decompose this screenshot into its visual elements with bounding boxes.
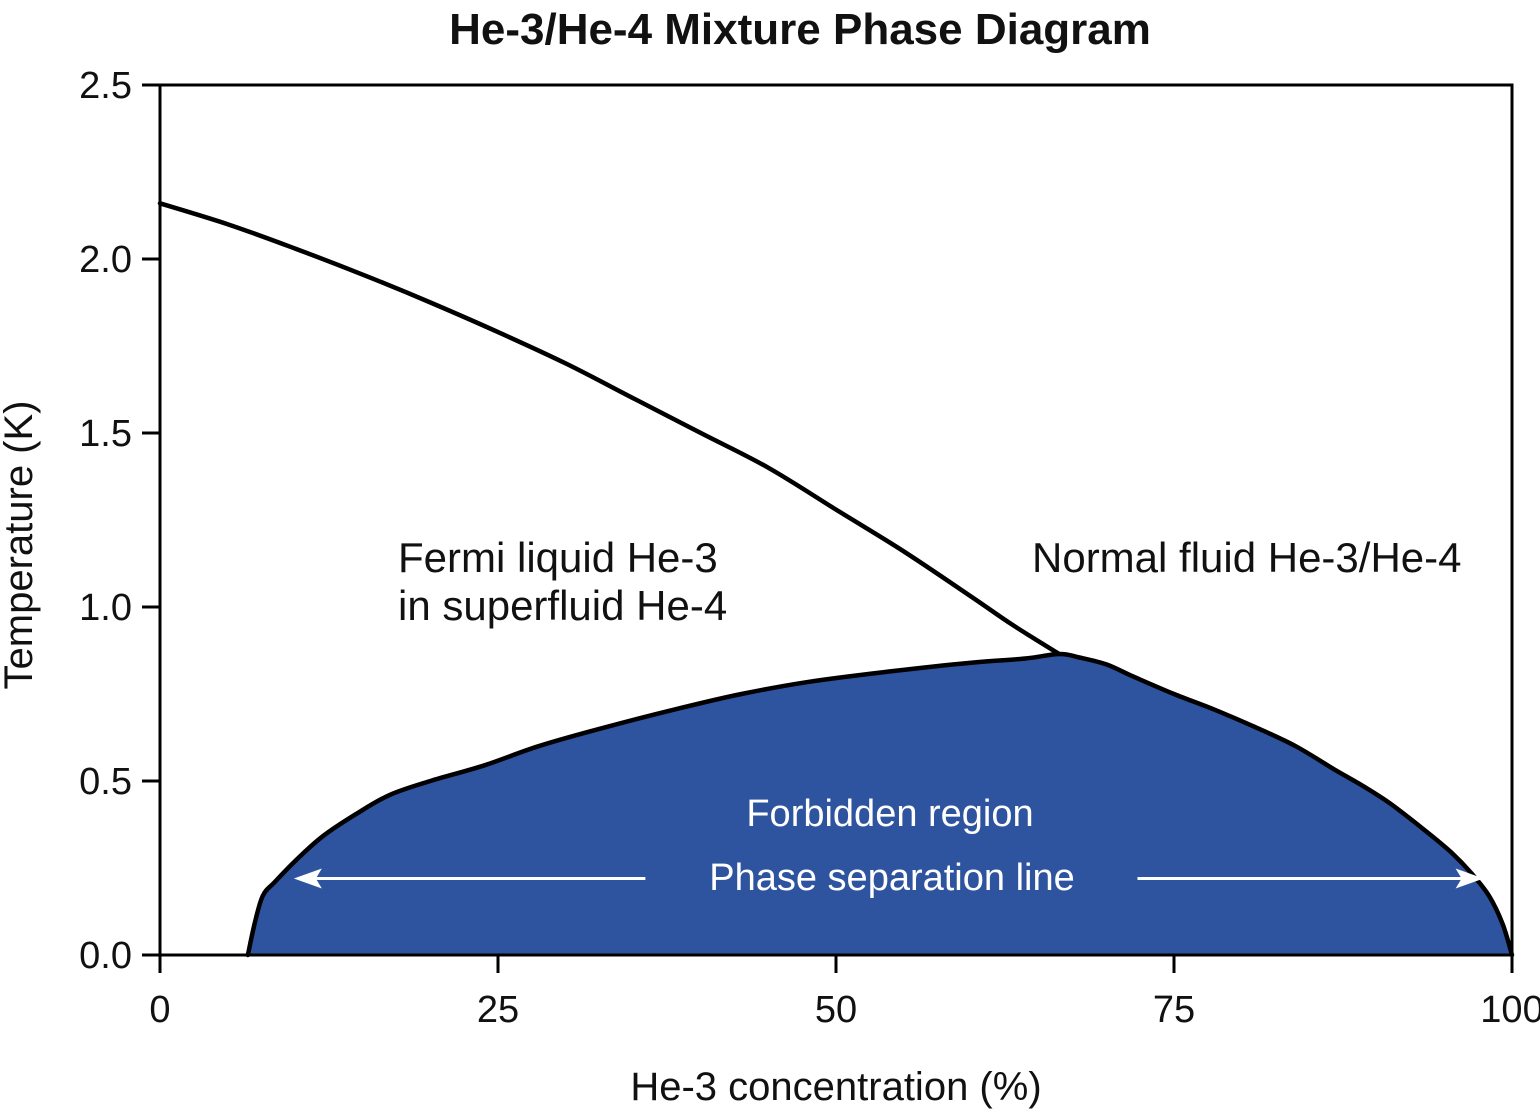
y-tick-label: 0.5 bbox=[79, 761, 132, 803]
annotation-phase-separation-line: Phase separation line bbox=[709, 857, 1074, 899]
x-tick-label: 50 bbox=[815, 989, 857, 1031]
annotation-fermi-liquid-line1: Fermi liquid He-3 bbox=[398, 534, 718, 581]
annotation-fermi-liquid-line2: in superfluid He-4 bbox=[398, 582, 727, 629]
lambda-line bbox=[157, 201, 1062, 657]
y-tick-label: 0.0 bbox=[79, 935, 132, 977]
chart-plot-area: 0.0 0.5 1.0 1.5 2.0 2.5 0 25 50 75 100 bbox=[79, 65, 1540, 1031]
x-tick-label: 100 bbox=[1480, 989, 1540, 1031]
y-tick-label: 2.5 bbox=[79, 65, 132, 107]
y-tick-label: 1.5 bbox=[79, 413, 132, 455]
x-tick-label: 0 bbox=[149, 989, 170, 1031]
y-axis-label: Temperature (K) bbox=[0, 401, 41, 690]
x-tick-label: 75 bbox=[1153, 989, 1195, 1031]
y-tick-label: 2.0 bbox=[79, 239, 132, 281]
y-tick-label: 1.0 bbox=[79, 587, 132, 629]
arrow-right-head bbox=[1455, 868, 1484, 889]
annotation-normal-fluid: Normal fluid He-3/He-4 bbox=[1032, 534, 1461, 581]
phase-dome-outline bbox=[245, 651, 1515, 958]
x-axis-label: He-3 concentration (%) bbox=[630, 1065, 1041, 1109]
x-tick-label: 25 bbox=[477, 989, 519, 1031]
arrow-left-head bbox=[293, 868, 322, 889]
chart-title: He-3/He-4 Mixture Phase Diagram bbox=[449, 5, 1151, 54]
annotation-forbidden-region: Forbidden region bbox=[746, 793, 1033, 835]
